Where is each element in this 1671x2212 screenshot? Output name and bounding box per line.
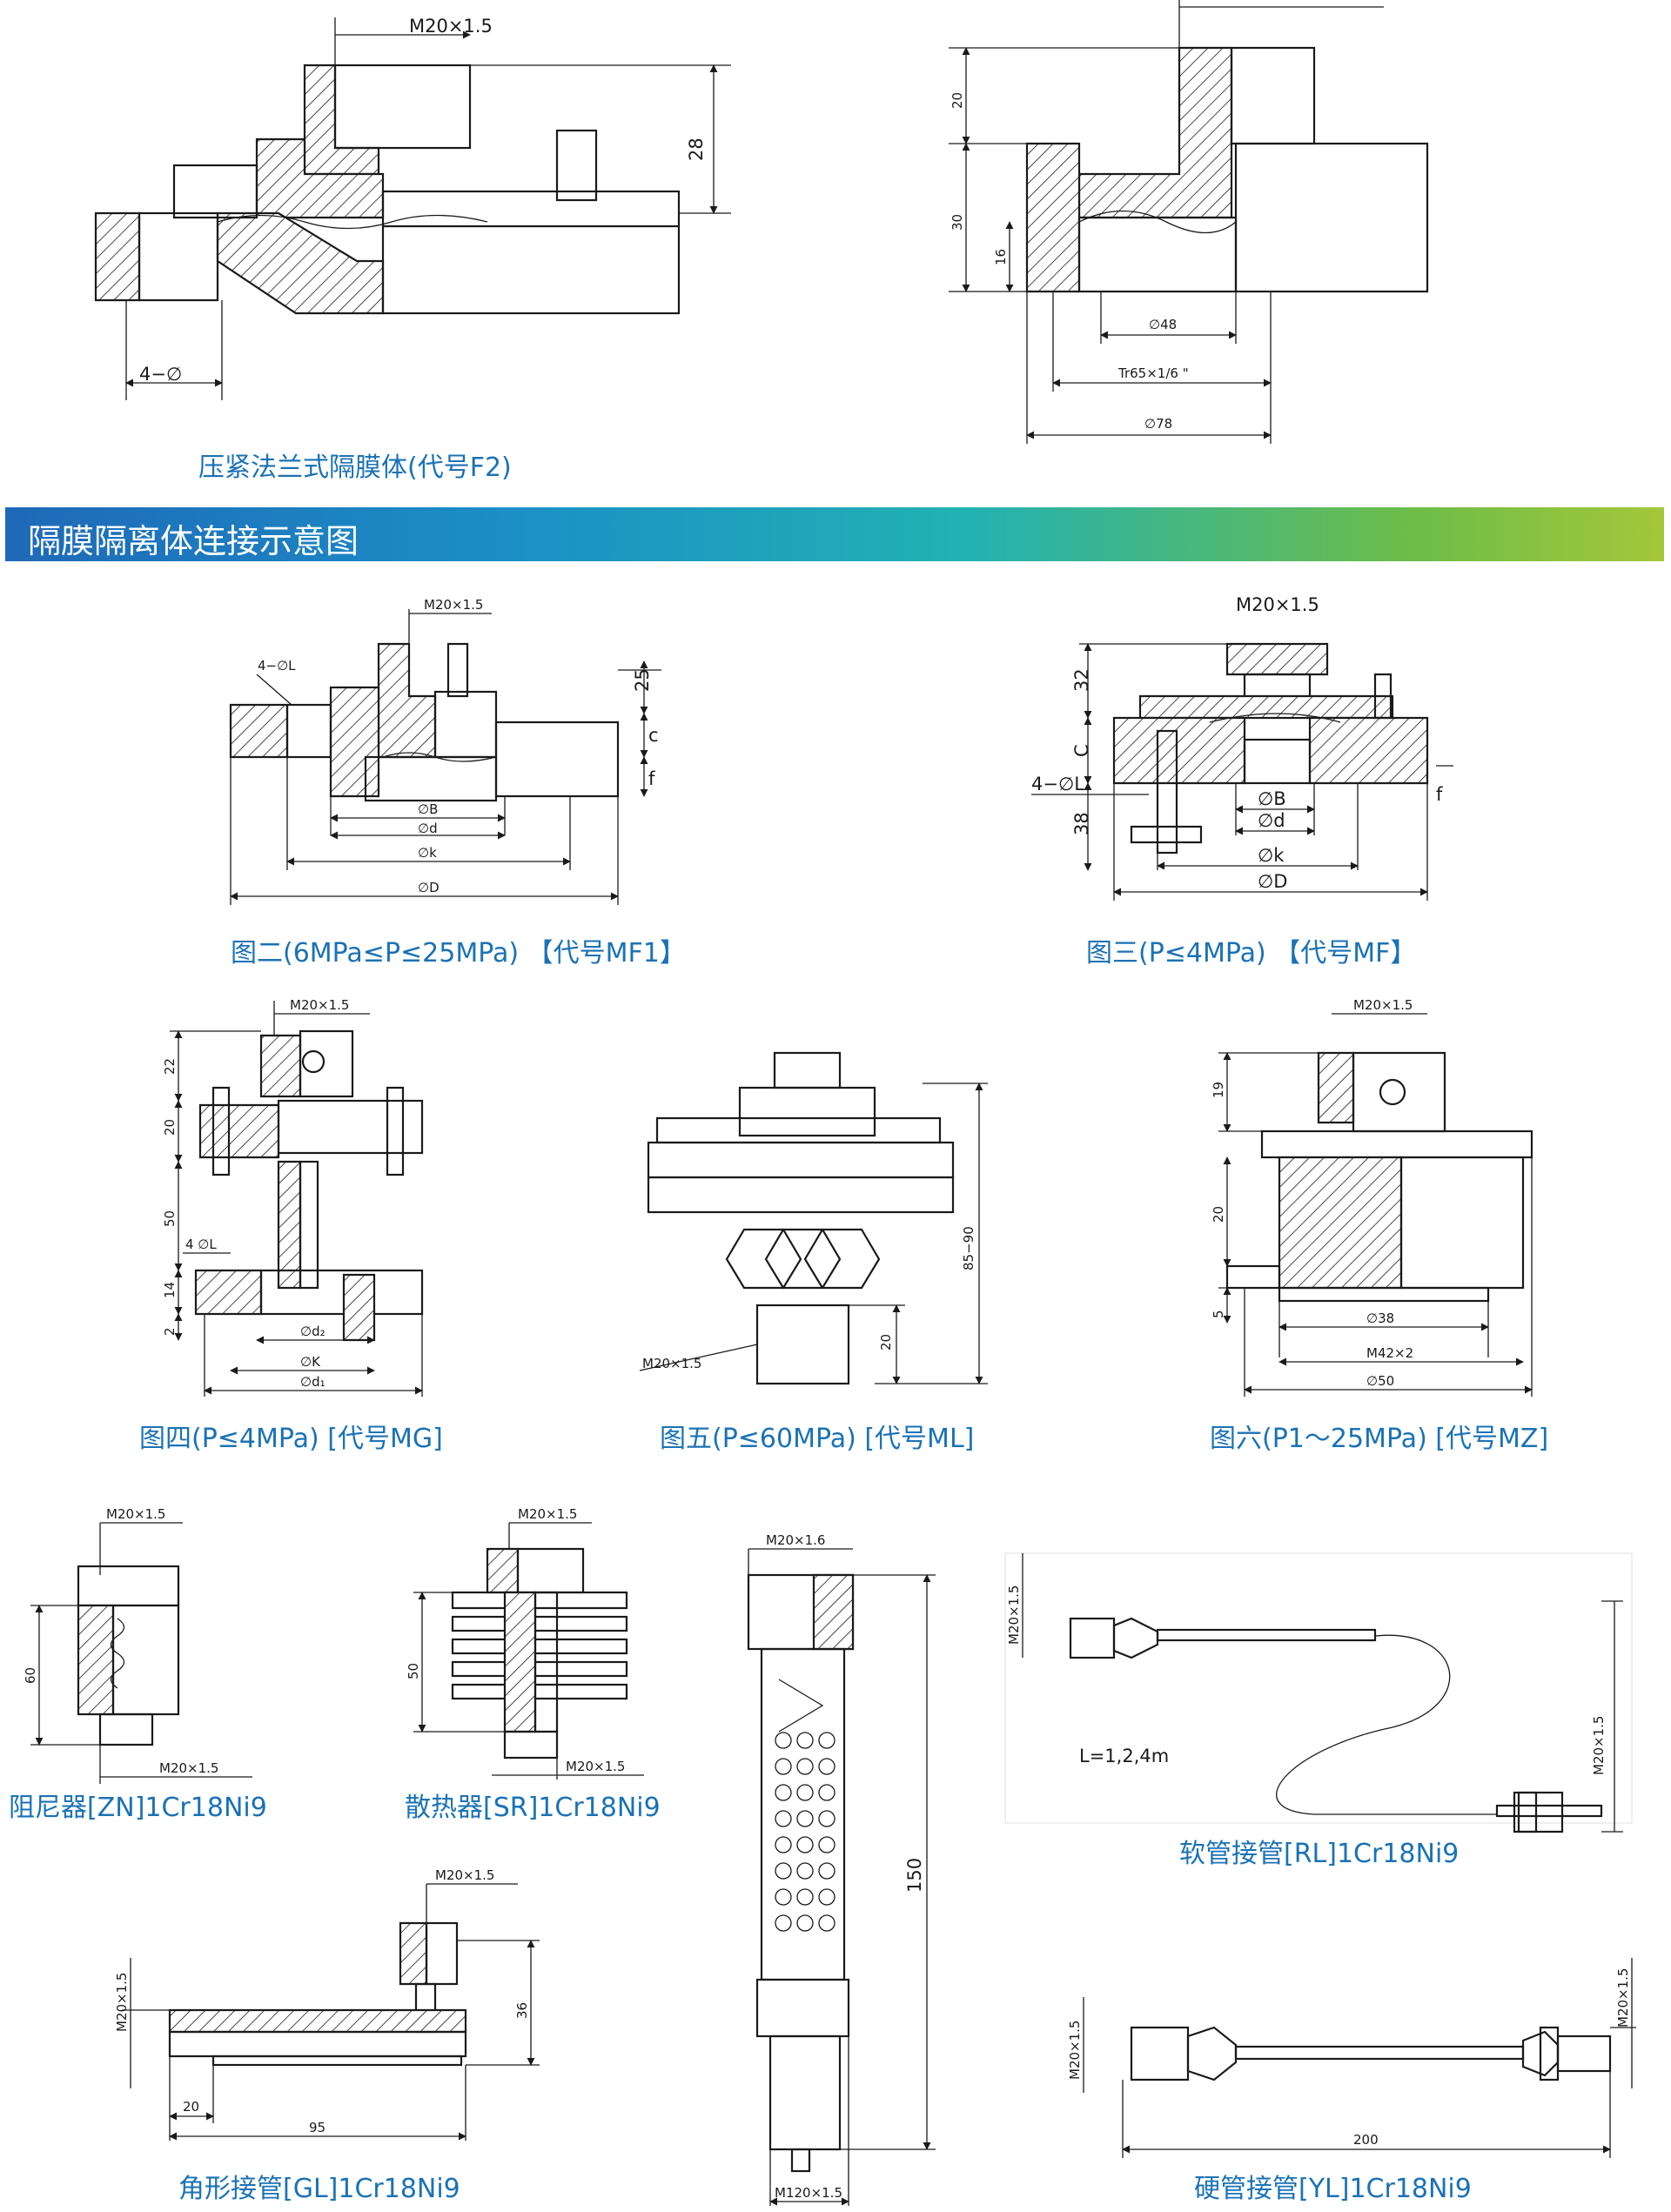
section-banner-title: 隔膜隔离体连接示意图 [28,522,359,560]
mf1-h25-dim: 25 [632,668,653,692]
mg-dd2-dim: ∅d₂ [300,1324,325,1339]
f2b-d48-dim: ∅48 [1149,317,1177,332]
mg-h50-dim: 50 [162,1210,178,1227]
yl-w200-dim: 200 [1353,2132,1379,2148]
section-banner: 隔膜隔离体连接示意图 [5,507,1664,561]
caption-sr: 散热器[SR]1Cr18Ni9 [405,1793,661,1823]
mz-m42-dim: M42×2 [1366,1345,1413,1361]
mz-h5-dim: 5 [1211,1310,1226,1318]
mz-h20-dim: 20 [1211,1206,1226,1223]
caption-mf1: 图二(6MPa≤P≤25MPa) 【代号MF1】 [231,938,686,969]
mf-dB-dim: ∅B [1258,788,1286,809]
mf1-dd-dim: ∅d [418,821,438,836]
zn-h60-dim: 60 [23,1667,38,1684]
gl-h36-dim: 36 [514,2002,530,2019]
gl-w20-dim: 20 [183,2099,199,2115]
sr-thread-top-dim: M20×1.5 [518,1506,577,1522]
ml-h20-dim: 20 [878,1334,894,1351]
f2-height-28-dim: 28 [686,137,707,161]
mz-h19-dim: 19 [1211,1082,1226,1098]
gl-w95-dim: 95 [309,2120,325,2135]
mf-holes-dim: 4−∅L [1031,774,1084,794]
f2b-tr-dim: Tr65×1/6 " [1117,365,1189,381]
zn-thread-bottom-dim: M20×1.5 [159,1760,218,1776]
mg-dK-dim: ∅K [300,1354,321,1370]
figure-yl-drawing: M20×1.5 M20×1.5 200 [1067,1958,1636,2158]
gl-thread-top-dim: M20×1.5 [435,1867,494,1883]
f2b-h16-dim: 16 [993,249,1009,265]
rl-thread-right-dim: M20×1.5 [1591,1716,1607,1775]
figure-mg-drawing: M20×1.5 22 20 50 14 2 4 ∅L ∅d₂ ∅K ∅d₁ [162,997,424,1397]
mf-h38-dim: 38 [1071,812,1092,835]
caption-mz: 图六(P1～25MPa) [代号MZ] [1210,1424,1549,1454]
yl-thread-right-dim: M20×1.5 [1615,1968,1631,2028]
sr-thread-bottom-dim: M20×1.5 [566,1759,625,1774]
mf1-f-dim: f [648,768,655,789]
caption-zn: 阻尼器[ZN]1Cr18Ni9 [9,1793,267,1823]
mz-d38-dim: ∅38 [1366,1310,1394,1326]
mf-f-dim: f [1436,784,1443,805]
rl-thread-left-dim: M20×1.5 [1006,1585,1022,1645]
mg-h20-dim: 20 [162,1119,178,1136]
mf1-dD-dim: ∅D [418,880,440,895]
zn-thread-top-dim: M20×1.5 [106,1506,165,1522]
mf1-holes-dim: 4−∅L [258,658,296,674]
mf1-dB-dim: ∅B [418,801,438,817]
ml-thread-dim: M20×1.5 [642,1356,701,1371]
mg-h2-dim: 2 [162,1327,178,1336]
long-h150-dim: 150 [904,1858,925,1893]
ml-h8590-dim: 85−90 [961,1226,976,1270]
mf-dk-dim: ∅k [1258,845,1285,866]
caption-f2: 压紧法兰式隔膜体(代号F2) [198,452,512,483]
figure-sr-drawing: M20×1.5 50 M20×1.5 [406,1506,644,1780]
figure-mf-drawing: M20×1.5 32 C 38 4−∅L f ∅B ∅d ∅k ∅D [1031,594,1453,901]
figure-gl-drawing: M20×1.5 M20×1.5 36 20 95 [114,1867,540,2141]
rl-length-dim: L=1,2,4m [1079,1746,1169,1766]
long-thread-top-dim: M20×1.6 [766,1532,825,1548]
mf-dd-dim: ∅d [1258,810,1285,831]
mf-c-dim: C [1071,744,1092,757]
mf-thread-dim: M20×1.5 [1236,594,1319,615]
caption-ml: 图五(P≤60MPa) [代号ML] [660,1424,975,1454]
figure-zn-drawing: M20×1.5 60 M20×1.5 [23,1506,252,1784]
figure-mz-drawing: M20×1.5 19 20 5 ∅38 M42×2 ∅50 [1211,997,1533,1397]
gl-thread-left-dim: M20×1.5 [114,1973,130,2032]
f2b-d78-dim: ∅78 [1144,416,1172,432]
mg-thread-dim: M20×1.5 [290,997,349,1013]
caption-rl: 软管接管[RL]1Cr18Ni9 [1179,1839,1460,1869]
f2b-h30-dim: 30 [950,214,965,231]
mz-thread-dim: M20×1.5 [1353,997,1413,1013]
mf-dD-dim: ∅D [1258,871,1287,892]
mg-h22-dim: 22 [162,1058,178,1075]
f2-holes-dim: 4−∅ [139,364,182,385]
mg-holes-dim: 4 ∅L [185,1237,217,1252]
long-thread-bottom-dim: M120×1.5 [775,2185,842,2201]
figure-ml-drawing: 85−90 20 M20×1.5 [639,1051,988,1385]
mf1-thread-dim: M20×1.5 [424,597,483,613]
figure-f2b-drawing: 20 30 16 ∅48 Tr65×1/6 " ∅78 [949,0,1429,444]
caption-gl: 角形接管[GL]1Cr18Ni9 [178,2174,460,2204]
caption-yl: 硬管接管[YL]1Cr18Ni9 [1194,2174,1472,2204]
sr-h50-dim: 50 [406,1663,421,1679]
figure-long-drawing: M20×1.6 150 M120×1.5 [747,1532,936,2206]
mf1-dk-dim: ∅k [418,845,437,861]
mf-h32-dim: 32 [1071,668,1092,692]
mg-h14-dim: 14 [162,1282,178,1298]
caption-mf: 图三(P≤4MPa) 【代号MF】 [1086,938,1417,969]
f2-thread-dim: M20×1.5 [409,16,493,37]
figure-rl-drawing: M20×1.5 L=1,2,4m M20×1.5 [1004,1552,1633,1833]
mf1-c-dim: c [648,725,659,746]
caption-mg: 图四(P≤4MPa) [代号MG] [139,1424,443,1454]
mz-d50-dim: ∅50 [1366,1373,1394,1389]
figure-mf1-drawing: M20×1.5 25 c f 4−∅L ∅B ∅d ∅k ∅D [229,597,661,905]
f2b-h20-dim: 20 [950,92,965,109]
figure-f2-drawing: M20×1.5 28 4−∅ [94,16,731,400]
mg-dd1-dim: ∅d₁ [300,1374,325,1390]
yl-thread-left-dim: M20×1.5 [1067,2021,1083,2080]
